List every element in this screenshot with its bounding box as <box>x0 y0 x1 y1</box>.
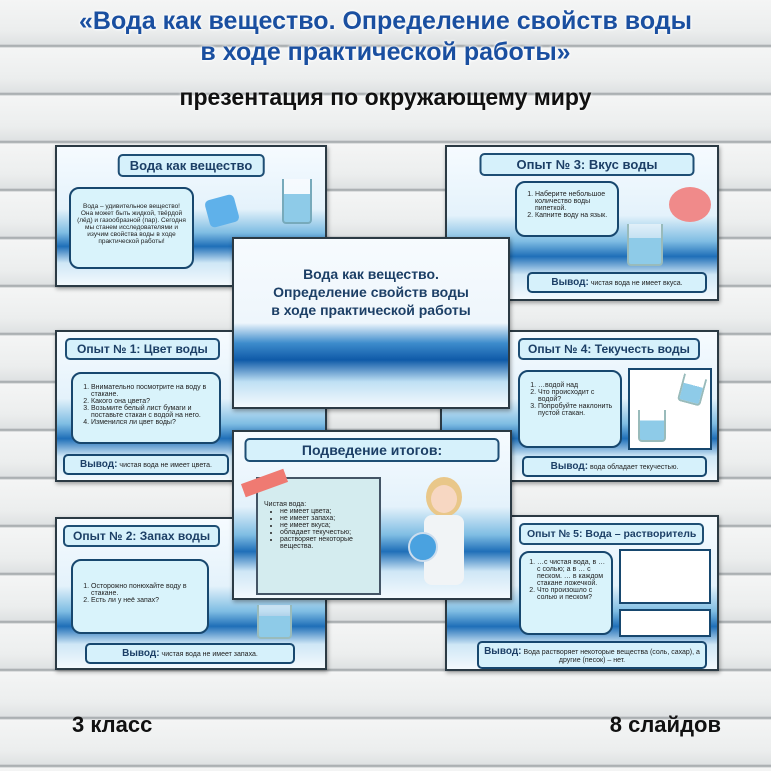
summary-lead: Чистая вода: <box>264 501 307 508</box>
conclusion: Вывод: чистая вода не имеет цвета. <box>63 454 229 475</box>
step: Что произошло с солью и песком? <box>537 587 607 601</box>
summary-item: не имеет цвета; <box>280 508 373 515</box>
sand-water-image <box>619 609 711 637</box>
slide-intro: Вода как вещество Вода – удивительное ве… <box>55 145 327 287</box>
summary-item: не имеет запаха; <box>280 515 373 522</box>
glass-icon <box>638 410 666 442</box>
step: Возьмите белый лист бумаги и поставьте с… <box>91 405 213 419</box>
conclusion: Вывод: Вода растворяет некоторые веществ… <box>477 641 707 669</box>
slide-title: Вода как вещество <box>117 154 265 177</box>
summary-item: растворяет некоторые вещества. <box>280 536 373 550</box>
slide-title: Подведение итогов: <box>244 438 500 462</box>
subtitle: презентация по окружающему миру <box>179 84 592 110</box>
slide-title: Опыт № 5: Вода – растворитель <box>519 523 705 545</box>
conclusion-text: Вода растворяет некоторые вещества (соль… <box>523 649 700 664</box>
slide-summary: Подведение итогов: Чистая вода: не имеет… <box>232 430 512 600</box>
step: Какого она цвета? <box>91 398 213 405</box>
grade-label: 3 класс <box>72 712 153 737</box>
step: Осторожно понюхайте воду в стакане. <box>91 583 201 597</box>
step: Внимательно посмотрите на воду в стакане… <box>91 384 213 398</box>
step: Наберите небольшое количество воды пипет… <box>535 191 611 212</box>
girl-scientist-illustration <box>408 477 474 597</box>
note-paper: Чистая вода: не имеет цвета;не имеет зап… <box>256 477 381 595</box>
slide-cover: Вода как вещество. Определение свойств во… <box>232 237 510 409</box>
conclusion-label: Вывод: <box>122 648 160 659</box>
intro-text: Вода – удивительное вещество! Она может … <box>69 187 194 269</box>
slide-title: Опыт № 4: Текучесть воды <box>518 338 700 360</box>
slide-title: Опыт № 3: Вкус воды <box>479 153 695 176</box>
beaker-icon <box>282 179 312 224</box>
steps-box: …с чистая вода, в … с солью; а в … с пес… <box>519 551 613 635</box>
pouring-glass-icon <box>676 373 708 407</box>
conclusion-text: чистая вода не имеет вкуса. <box>590 280 683 287</box>
dissolving-image <box>619 549 711 604</box>
ice-cubes-icon <box>203 193 241 229</box>
conclusion-label: Вывод: <box>80 459 118 470</box>
conclusion-label: Вывод: <box>484 646 522 657</box>
conclusion: Вывод: чистая вода не имеет вкуса. <box>527 272 707 293</box>
summary-item: не имеет вкуса; <box>280 522 373 529</box>
conclusion-label: Вывод: <box>551 277 589 288</box>
page-title: «Вода как вещество. Определение свойств … <box>0 6 771 68</box>
conclusion-label: Вывод: <box>550 461 589 472</box>
glass-icon <box>257 605 292 639</box>
step: Изменился ли цвет воды? <box>91 419 213 426</box>
slides-count-label: 8 слайдов <box>609 712 721 737</box>
steps-box: Наберите небольшое количество воды пипет… <box>515 181 619 237</box>
cover-line: в ходе практической работы <box>271 302 471 318</box>
conclusion-text: чистая вода не имеет цвета. <box>119 462 212 469</box>
cover-line: Вода как вещество. <box>303 266 439 282</box>
steps-box: Внимательно посмотрите на воду в стакане… <box>71 372 221 444</box>
slide-title: Опыт № 2: Запах воды <box>63 525 221 547</box>
steps-box: …водой надЧто происходит с водой?Попробу… <box>518 370 622 448</box>
slide-title: Опыт № 1: Цвет воды <box>65 338 220 360</box>
cover-line: Определение свойств воды <box>273 284 469 300</box>
step: …с чистая вода, в … с солью; а в … с пес… <box>537 559 607 587</box>
tongue-icon <box>669 187 711 222</box>
step: Попробуйте наклонить пустой стакан. <box>538 403 614 417</box>
summary-item: обладает текучестью; <box>280 529 373 536</box>
pouring-water-image <box>628 368 712 450</box>
steps-box: Осторожно понюхайте воду в стакане.Есть … <box>71 559 209 634</box>
glass-icon <box>627 224 663 266</box>
cover-title: Вода как вещество. Определение свойств во… <box>234 265 508 319</box>
step: Есть ли у неё запах? <box>91 597 201 604</box>
step: Капните воду на язык. <box>535 212 611 219</box>
slide-exp5: Опыт № 5: Вода – растворитель …с чистая … <box>445 515 719 671</box>
title-line-2: в ходе практической работы» <box>200 38 571 66</box>
conclusion-text: чистая вода не имеет запаха. <box>161 651 258 658</box>
conclusion: Вывод: чистая вода не имеет запаха. <box>85 643 295 664</box>
title-line-1: «Вода как вещество. Определение свойств … <box>79 7 692 35</box>
step: Что происходит с водой? <box>538 389 614 403</box>
conclusion-text: вода обладает текучестью. <box>589 464 679 471</box>
conclusion: Вывод: вода обладает текучестью. <box>522 456 707 477</box>
step: …водой над <box>538 382 614 389</box>
